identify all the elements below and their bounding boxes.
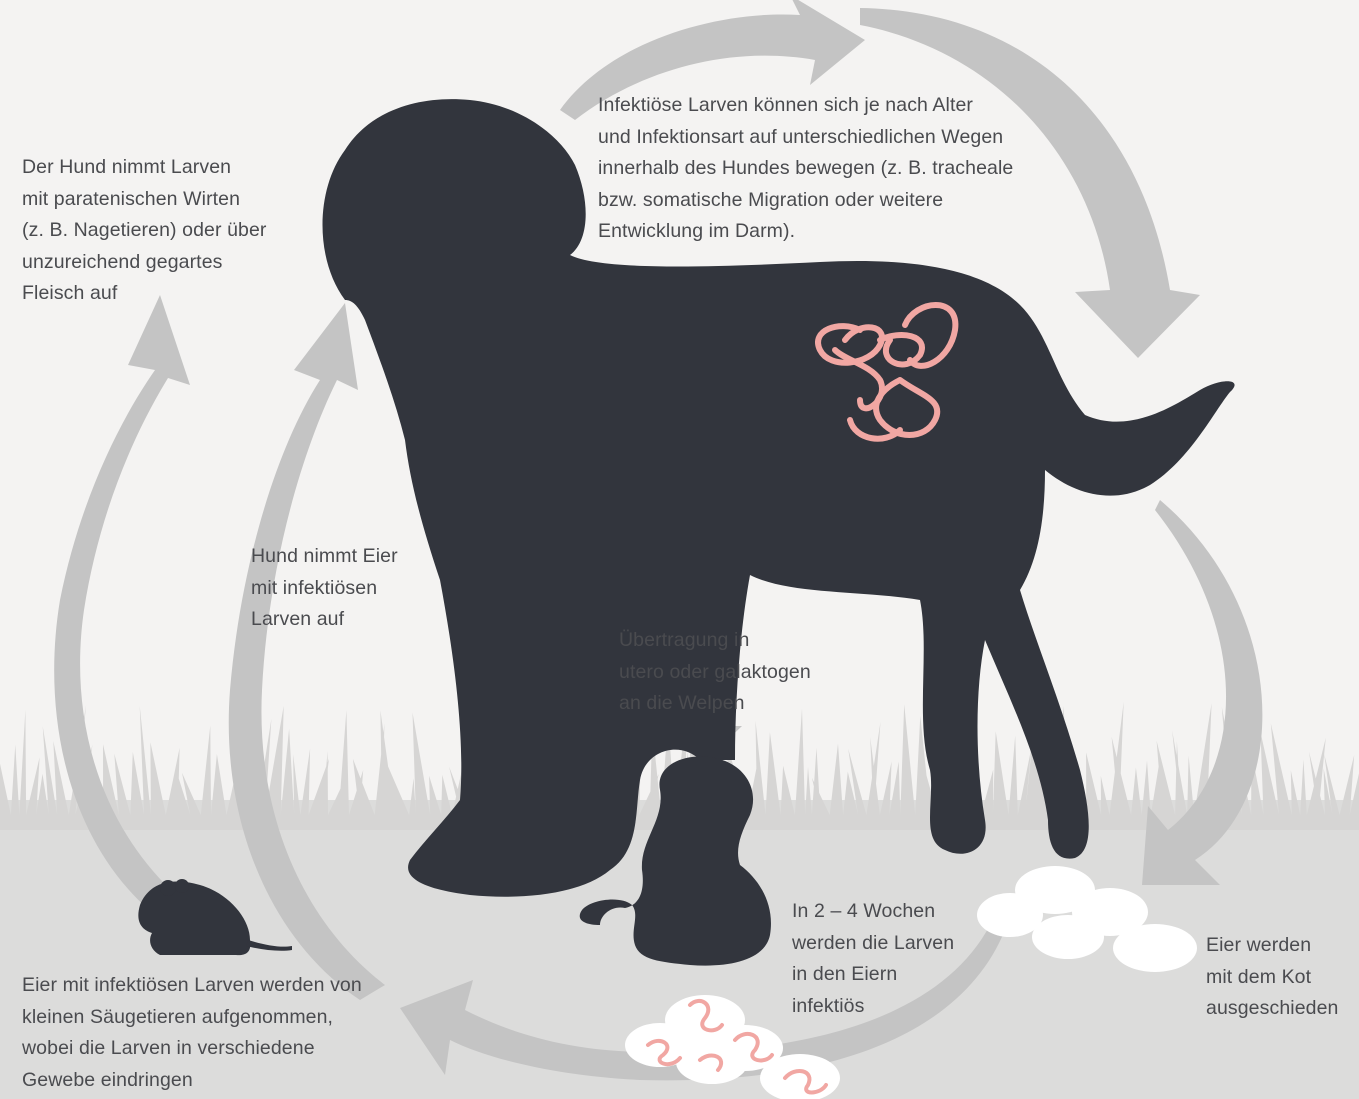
label-egg-ingestion: Hund nimmt Eier mit infektiösen Larven a…: [251, 541, 398, 636]
label-small-mammals: Eier mit infektiösen Larven werden von k…: [22, 970, 362, 1096]
label-migration: Infektiöse Larven können sich je nach Al…: [598, 90, 1013, 248]
label-excretion: Eier werden mit dem Kot ausgeschieden: [1206, 930, 1339, 1025]
label-transmission: Übertragung in utero oder galaktogen an …: [619, 625, 811, 720]
label-maturation: In 2 – 4 Wochen werden die Larven in den…: [792, 896, 954, 1022]
label-host-uptake: Der Hund nimmt Larven mit paratenischen …: [22, 152, 267, 310]
